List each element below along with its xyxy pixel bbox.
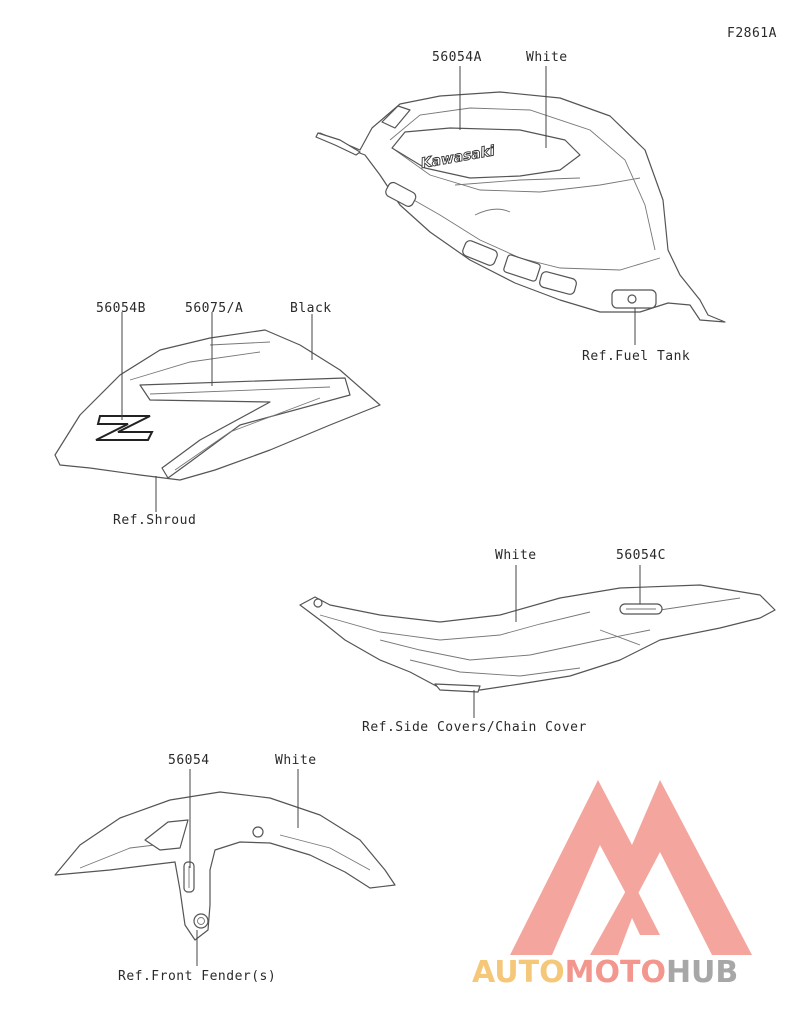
z-logo	[95, 415, 154, 441]
fuel-tank-illustration: Kawasaki	[315, 91, 726, 323]
front-fender-color-label: White	[275, 753, 317, 768]
front-fender-illustration	[54, 791, 396, 941]
automotohub-watermark: AUTOMOTOHUB	[472, 780, 752, 990]
side-covers-part-number: 56054C	[616, 548, 666, 563]
front-fender-part-number: 56054	[168, 753, 210, 768]
shroud-color-label: Black	[290, 301, 332, 316]
shroud-part-number-1: 56054B	[96, 301, 146, 316]
shroud-illustration	[54, 329, 381, 481]
watermark-word-hub: HUB	[666, 955, 738, 990]
side-covers-illustration	[299, 584, 776, 693]
front-fender-reference: Ref.Front Fender(s)	[118, 969, 276, 984]
watermark-text: AUTOMOTOHUB	[472, 955, 738, 990]
watermark-logo-mark	[510, 780, 752, 955]
fuel-tank-part-number: 56054A	[432, 50, 482, 65]
figure-code: F2861A	[727, 26, 777, 41]
side-covers-reference: Ref.Side Covers/Chain Cover	[362, 720, 587, 735]
watermark-word-moto: MOTO	[565, 955, 666, 990]
shroud-reference: Ref.Shroud	[113, 513, 196, 528]
shroud-part-number-2: 56075/A	[185, 301, 243, 316]
watermark-word-auto: AUTO	[472, 955, 565, 990]
side-covers-color-label: White	[495, 548, 537, 563]
fuel-tank-color-label: White	[526, 50, 568, 65]
fuel-tank-reference: Ref.Fuel Tank	[582, 349, 690, 364]
